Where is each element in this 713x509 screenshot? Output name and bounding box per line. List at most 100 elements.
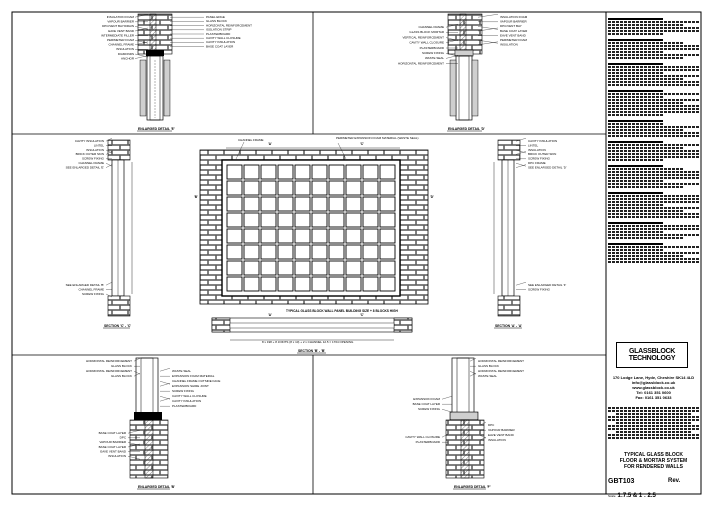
section-a-label: SEE ENLARGED DETAIL 'D' xyxy=(528,165,567,169)
glass-block xyxy=(277,260,294,276)
glass-block xyxy=(243,228,260,244)
section-c-sill xyxy=(107,295,131,317)
detail-e-label: INSULATION FOAM xyxy=(107,15,135,19)
note-line xyxy=(608,45,699,47)
glass-block xyxy=(311,244,328,260)
logo-line1: GLASSBLOCK xyxy=(628,348,675,355)
section-a-leader xyxy=(515,163,527,167)
company-address: 170 Lodge Lane, Hyde, Cheshire SK14 4LD … xyxy=(608,375,699,400)
note-line xyxy=(608,21,699,23)
glass-block xyxy=(294,164,311,180)
note-line xyxy=(608,24,683,26)
detail-b-label: BASE COAT LAYER xyxy=(99,445,127,449)
note-heading xyxy=(608,63,663,65)
note-line xyxy=(608,201,699,203)
note-line xyxy=(608,129,683,131)
glass-block xyxy=(294,196,311,212)
glass-block xyxy=(345,260,362,276)
glass-block xyxy=(328,196,345,212)
note-line xyxy=(608,195,699,197)
detail-b-channel xyxy=(135,357,159,419)
drawing-title-line: FLOOR & MORTAR SYSTEM xyxy=(619,458,688,464)
detail-b-label: CAVITY INSULATION xyxy=(172,399,201,403)
detail-e-leader xyxy=(134,53,149,58)
section-c-label: CHANNEL FRAME xyxy=(78,161,104,165)
elevation-top-label: PERIMETER EXPANSION FOAM MATERIAL (WASTE… xyxy=(336,136,419,140)
detail-e-leader xyxy=(134,26,149,30)
glass-block xyxy=(260,196,277,212)
disclaimer-line xyxy=(616,422,691,424)
note-line xyxy=(608,255,683,257)
detail-e-leader xyxy=(134,40,149,44)
detail-f-label: HORIZONTAL REINFORCEMENT xyxy=(478,369,524,373)
disclaimer-line xyxy=(608,416,699,418)
detail-d-label: BASE COAT LAYER xyxy=(500,29,528,33)
note-heading xyxy=(608,39,663,41)
detail-e-label: PLASTERBOARD xyxy=(206,32,231,36)
glass-block xyxy=(226,276,243,292)
glass-block xyxy=(328,212,345,228)
detail-d-leader xyxy=(477,41,499,45)
detail-d-label: HORIZONTAL REINFORCEMENT xyxy=(398,61,444,65)
glass-block xyxy=(311,212,328,228)
glass-block xyxy=(311,260,328,276)
detail-e-label: INSULATION xyxy=(116,47,134,51)
address-line: info@glassblock.co.uk xyxy=(631,380,676,385)
disclaimer xyxy=(608,406,699,440)
glass-block xyxy=(226,228,243,244)
glass-block xyxy=(260,180,277,196)
glass-block xyxy=(294,276,311,292)
detail-b-label: EAVE VENT BAND xyxy=(100,449,127,453)
address-line: Tel: 0161 351 0600 xyxy=(636,390,671,395)
detail-f-label: PLASTERBOARD xyxy=(416,440,441,444)
detail-f-leader xyxy=(441,396,453,400)
section-c-head xyxy=(107,139,131,161)
detail-b-leader xyxy=(159,383,171,387)
glass-block xyxy=(277,196,294,212)
glass-block xyxy=(243,196,260,212)
glass-block xyxy=(226,260,243,276)
detail-d-label: INSULATION FOAM xyxy=(500,15,528,19)
detail-e-label: PERIMETER FOAM xyxy=(107,38,135,42)
section-a-head xyxy=(497,139,521,161)
disclaimer-line xyxy=(608,434,699,436)
note-line xyxy=(608,54,699,56)
elevation-top-label: CHANNEL FRAME xyxy=(238,138,264,142)
note-line xyxy=(608,30,699,32)
note-line xyxy=(608,180,663,182)
note-line xyxy=(608,108,699,110)
detail-b-label: HORIZONTAL REINFORCEMENT xyxy=(86,369,132,373)
glass-block xyxy=(311,196,328,212)
detail-d-cavity xyxy=(459,13,467,55)
section-a-label: DPC FRAME xyxy=(528,161,546,165)
detail-b-leader xyxy=(133,373,141,377)
detail-d-label: VAPOUR BARRIER xyxy=(500,20,527,24)
elevation-leader xyxy=(235,141,245,160)
glass-block xyxy=(243,260,260,276)
note-heading xyxy=(608,90,663,92)
note-line xyxy=(608,153,699,155)
glass-block xyxy=(277,212,294,228)
glass-block xyxy=(362,276,379,292)
glass-block xyxy=(260,228,277,244)
note-line xyxy=(608,72,663,74)
note-line xyxy=(608,207,699,209)
detail-e-glass-block xyxy=(149,55,161,121)
detail-f-label: HORIZONTAL REINFORCEMENT xyxy=(478,359,524,363)
glass-block xyxy=(294,212,311,228)
note-line xyxy=(608,51,663,53)
note-heading xyxy=(608,141,663,143)
note-line xyxy=(608,48,699,50)
detail-e-label: ISOLATION STRIP xyxy=(206,28,231,32)
section-c-leader xyxy=(105,293,113,298)
detail-f-label: DPC xyxy=(488,423,495,427)
glass-block xyxy=(260,276,277,292)
detail-b-label: GLASS BLOCK xyxy=(111,364,132,368)
detail-f-channel xyxy=(451,357,475,419)
note-line xyxy=(608,231,663,233)
detail-e-label: INTERMEDIATE FILLER xyxy=(101,33,135,37)
detail-b-leader xyxy=(127,430,141,434)
glass-block xyxy=(362,228,379,244)
